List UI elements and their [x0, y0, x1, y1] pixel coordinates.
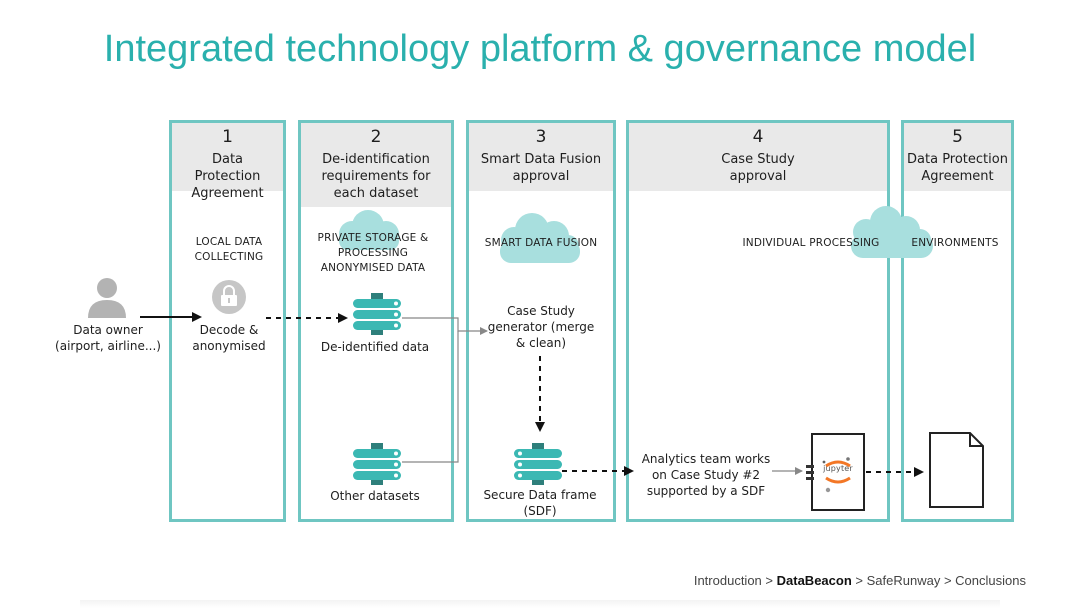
data-owner-subtitle: (airport, airline...): [55, 339, 161, 353]
column-2: 2 De-identification requirements for eac…: [298, 120, 454, 522]
environments-label: ENVIRONMENTS: [911, 237, 999, 249]
breadcrumb-introduction[interactable]: Introduction: [693, 573, 762, 588]
server-icon: [353, 443, 401, 485]
breadcrumb-separator: >: [855, 573, 863, 588]
document-icon: [929, 432, 984, 508]
deidentified-label: De-identified data: [320, 340, 430, 354]
person-icon: [88, 278, 126, 318]
server-icon: [514, 443, 562, 485]
breadcrumb-saferunway[interactable]: SafeRunway: [866, 573, 941, 588]
breadcrumb-databeacon[interactable]: DataBeacon: [776, 573, 852, 588]
analytics-label: Analytics team works on Case Study #2 su…: [641, 452, 771, 498]
cloud-icon: [500, 213, 580, 263]
data-owner-label: Data owner (airport, airline...): [46, 322, 170, 354]
arrow-deidentified-to-generator: [402, 317, 488, 335]
column-2-number: 2: [370, 127, 382, 147]
column-1-title: Data Protection Agreement: [191, 152, 264, 201]
private-storage-label: PRIVATE STORAGE & PROCESSING ANONYMISED …: [317, 232, 429, 274]
individual-processing-label: INDIVIDUAL PROCESSING: [742, 237, 880, 249]
bottom-shadow: [80, 600, 1000, 608]
column-5-header: 5 Data Protection Agreement: [904, 123, 1011, 191]
column-5-number: 5: [952, 127, 963, 147]
page-title: Integrated technology platform & governa…: [103, 28, 977, 70]
breadcrumb-conclusions[interactable]: Conclusions: [955, 573, 1026, 588]
column-1-number: 1: [222, 127, 233, 147]
jupyter-notebook-icon: [806, 433, 865, 511]
column-4-header: 4 Case Study approval: [629, 123, 887, 191]
column-4-number: 4: [752, 127, 764, 147]
column-4: 4 Case Study approval: [626, 120, 890, 522]
breadcrumb-separator: >: [943, 573, 952, 588]
column-4-title: Case Study approval: [721, 152, 795, 184]
decode-label: Decode & anonymised: [192, 323, 266, 353]
other-datasets-label: Other datasets: [330, 489, 420, 503]
smart-fusion-label: SMART DATA FUSION: [484, 237, 598, 249]
breadcrumb: Introduction > DataBeacon > SafeRunway >…: [694, 573, 1026, 588]
lock-icon: [212, 280, 246, 314]
breadcrumb-separator: >: [765, 573, 773, 588]
column-3-title: Smart Data Fusion approval: [480, 152, 602, 184]
column-5-title: Data Protection Agreement: [907, 152, 1008, 184]
column-3-header: 3 Smart Data Fusion approval: [469, 123, 613, 191]
column-1: 1 Data Protection Agreement: [169, 120, 286, 522]
data-owner-title: Data owner: [73, 323, 143, 337]
local-collecting-label: LOCAL DATA COLLECTING: [194, 236, 264, 263]
column-2-header: 2 De-identification requirements for eac…: [301, 123, 451, 207]
jupyter-label: jupyter: [823, 464, 853, 473]
column-2-title: De-identification requirements for each …: [321, 152, 431, 201]
sdf-label: Secure Data frame (SDF): [483, 488, 597, 518]
column-5: 5 Data Protection Agreement: [901, 120, 1014, 522]
cloud-icon: [851, 206, 933, 258]
column-3-number: 3: [535, 127, 547, 147]
server-icon: [353, 293, 401, 335]
column-1-header: 1 Data Protection Agreement: [172, 123, 283, 201]
arrow-other-to-generator: [402, 331, 459, 463]
generator-label: Case Study generator (merge & clean): [487, 304, 595, 350]
cloud-icon: [339, 210, 399, 250]
column-3: 3 Smart Data Fusion approval: [466, 120, 616, 522]
